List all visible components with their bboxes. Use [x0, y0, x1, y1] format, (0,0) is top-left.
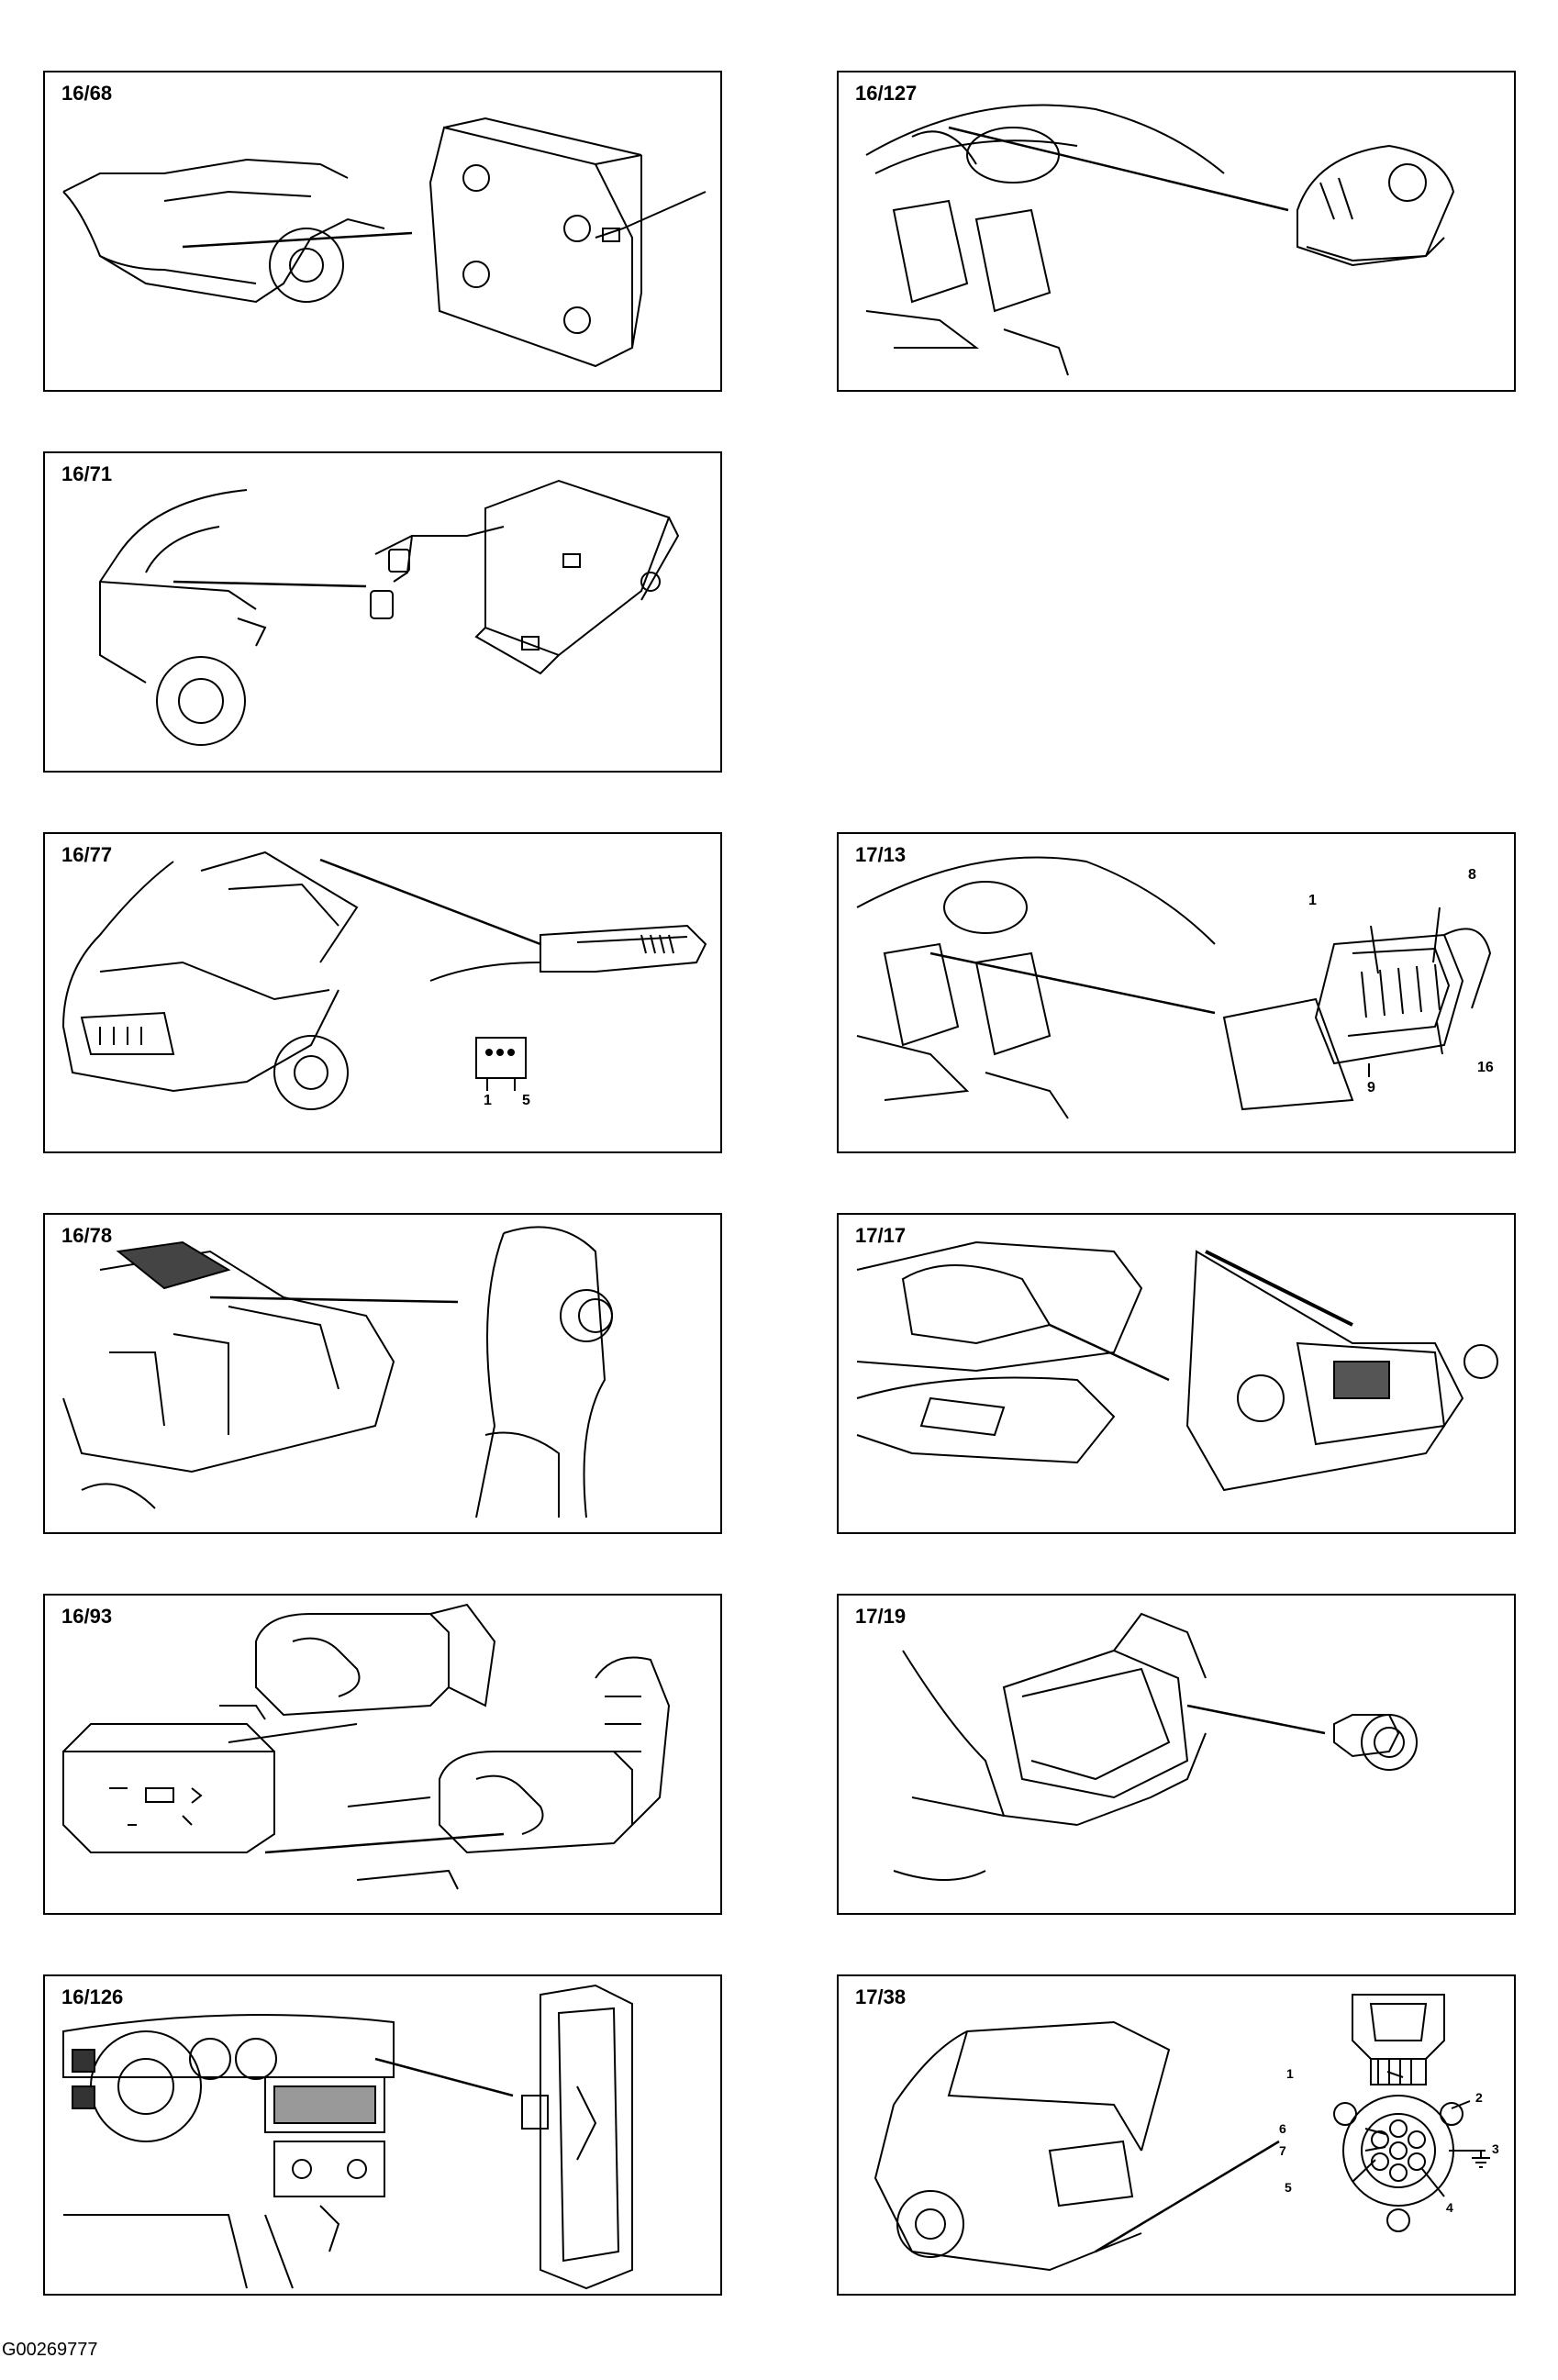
- heated-seat-module-illustration: [45, 1596, 720, 1913]
- panel-label: 17/38: [855, 1985, 907, 2008]
- engine-bay-fuse-box-illustration: [839, 1215, 1514, 1532]
- callout-6: 6: [1279, 2121, 1286, 2136]
- callout-1: 1: [1286, 2066, 1294, 2081]
- panel-16-68: 16/68: [43, 71, 722, 392]
- footer-code: G00269777: [2, 2340, 98, 2360]
- panel-16-93: 16/93: [43, 1594, 722, 1915]
- callout-4: 4: [1446, 2200, 1453, 2215]
- panel-label: 16/78: [61, 1224, 113, 1247]
- panel-16-71: 16/71: [43, 451, 722, 773]
- panel-16-126: 16/126: [43, 1974, 722, 2296]
- headrest-module-illustration: [45, 1215, 720, 1532]
- panel-label: 16/127: [855, 82, 918, 105]
- panel-label: 16/126: [61, 1985, 124, 2008]
- rear-bumper-module-illustration: [45, 72, 720, 390]
- panel-label: 16/68: [61, 82, 113, 105]
- callout-1: 1: [1308, 893, 1317, 908]
- callout-5: 5: [522, 1093, 530, 1108]
- diagnostic-connector-illustration: [839, 834, 1514, 1151]
- front-car-sensor-illustration: [45, 834, 720, 1151]
- panel-16-78: 16/78: [43, 1213, 722, 1534]
- panel-16-77: 16/77 1 5: [43, 832, 722, 1153]
- panel-label: 17/17: [855, 1224, 907, 1247]
- callout-7: 7: [1279, 2143, 1286, 2158]
- side-module-illustration: [45, 453, 720, 771]
- panel-label: 16/93: [61, 1605, 113, 1628]
- panel-17-13: 17/13 1 8 9 16: [837, 832, 1516, 1153]
- callout-3: 3: [1492, 2141, 1499, 2156]
- callout-9: 9: [1367, 1080, 1375, 1095]
- panel-label: 17/13: [855, 843, 907, 866]
- panel-label: 16/71: [61, 462, 113, 485]
- callout-8: 8: [1468, 867, 1476, 883]
- interior-overhead-module-illustration: [839, 72, 1514, 390]
- callout-2: 2: [1475, 2090, 1483, 2105]
- callout-1: 1: [484, 1093, 492, 1108]
- panel-label: 16/77: [61, 843, 113, 866]
- panel-17-19: 17/19: [837, 1594, 1516, 1915]
- panel-label: 17/19: [855, 1605, 907, 1628]
- trunk-power-socket-illustration: [839, 1596, 1514, 1913]
- trailer-socket-illustration: [839, 1976, 1514, 2294]
- panel-17-38: 17/38 1 2 3 4 5 6 7: [837, 1974, 1516, 2296]
- panel-17-17: 17/17: [837, 1213, 1516, 1534]
- callout-16: 16: [1477, 1060, 1494, 1075]
- callout-5: 5: [1285, 2180, 1292, 2195]
- panel-16-127: 16/127: [837, 71, 1516, 392]
- dashboard-module-illustration: [45, 1976, 720, 2294]
